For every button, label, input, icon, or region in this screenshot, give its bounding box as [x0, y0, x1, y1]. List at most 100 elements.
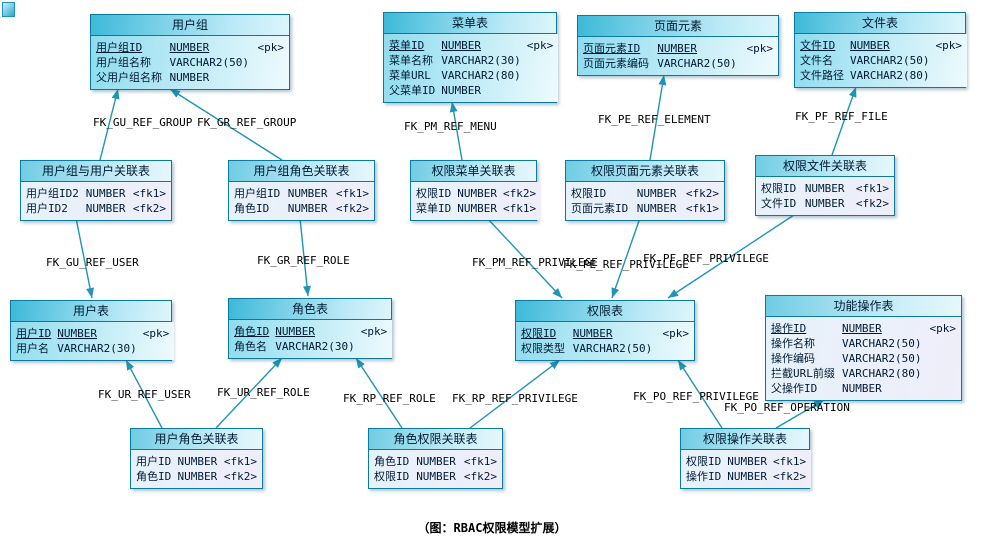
attribute-name: 菜单ID: [389, 39, 425, 52]
attribute-name: 父菜单ID: [389, 84, 436, 97]
attribute-key: <pk>: [746, 42, 774, 55]
attribute-key: [926, 336, 959, 351]
fk-label: FK_GR_REF_ROLE: [257, 254, 350, 267]
attribute-type: VARCHAR2(50): [572, 342, 653, 355]
attribute-name: 角色ID: [234, 202, 270, 215]
attribute-name: 角色ID: [136, 470, 172, 483]
relationship-arrow: [125, 359, 163, 429]
attribute-name: 用户组名称: [96, 56, 151, 69]
attribute-name: 菜单ID: [416, 202, 452, 215]
relationship-arrow: [677, 359, 723, 429]
relationship-arrow: [299, 217, 311, 297]
attribute-type: NUMBER: [804, 182, 845, 195]
attribute-key: [254, 55, 287, 70]
attribute-name: 页面元素编码: [583, 57, 649, 70]
attribute-name: 用户组ID: [96, 41, 143, 54]
attribute-type: NUMBER: [287, 202, 328, 215]
attribute-name: 权限ID: [374, 470, 410, 483]
attribute-name: 文件路径: [800, 69, 844, 82]
attribute-key: <pk>: [257, 41, 285, 54]
attribute-row: 权限ID NUMBER <fk1>: [758, 181, 892, 196]
attribute-name: 页面元素ID: [583, 42, 641, 55]
table-title: 菜单表: [384, 13, 556, 34]
attribute-type: NUMBER: [57, 327, 97, 340]
attribute-key: <fk1>: [132, 187, 166, 200]
attribute-key: <fk1>: [855, 182, 889, 195]
attribute-key: <pk>: [360, 325, 388, 338]
attribute-name: 操作ID: [771, 322, 807, 335]
attribute-key: <fk2>: [773, 470, 807, 483]
attribute-key: [358, 339, 391, 354]
attribute-name: 角色ID: [374, 455, 410, 468]
fk-label: FK_GU_REF_USER: [46, 256, 139, 269]
attribute-key: <pk>: [526, 39, 554, 52]
fk-label: FK_PO_REF_OPERATION: [724, 401, 850, 414]
attribute-type: NUMBER: [636, 202, 677, 215]
attribute-name: 权限ID: [761, 182, 797, 195]
corner-icon: [2, 2, 15, 17]
relationship-arrow: [649, 74, 667, 161]
relationship-arrow: [831, 86, 857, 156]
table-title: 用户组与用户关联表: [21, 161, 171, 182]
table-title: 权限表: [516, 301, 694, 322]
attribute-key: <fk1>: [335, 187, 369, 200]
relationship-arrow: [486, 217, 563, 299]
attribute-type: NUMBER: [169, 71, 210, 84]
attribute-key: [926, 381, 959, 396]
table-title: 权限页面元素关联表: [566, 161, 724, 182]
attribute-type: VARCHAR2(30): [441, 54, 521, 67]
diagram-caption: （图：RBAC权限模型扩展）: [417, 521, 567, 535]
fk-label: FK_PF_REF_PRIVILEGE: [643, 252, 769, 265]
attribute-name: 用户组ID: [234, 187, 281, 200]
attribute-type: NUMBER: [441, 39, 481, 52]
attribute-key: <fk1>: [773, 455, 807, 468]
attribute-type: NUMBER: [804, 197, 845, 210]
attribute-key: [658, 341, 692, 356]
attribute-type: VARCHAR2(50): [657, 57, 737, 70]
attribute-type: VARCHAR2(50): [850, 54, 930, 67]
relationship-arrow: [449, 101, 463, 161]
table-title: 权限操作关联表: [681, 429, 809, 450]
attribute-type: NUMBER: [441, 84, 481, 97]
table-title: 文件表: [795, 13, 965, 34]
attribute-type: NUMBER: [842, 382, 882, 395]
attribute-name: 父用户组名称: [96, 71, 162, 84]
attribute-type: NUMBER: [275, 325, 315, 338]
attribute-key: [254, 70, 287, 85]
attribute-key: [524, 83, 557, 98]
